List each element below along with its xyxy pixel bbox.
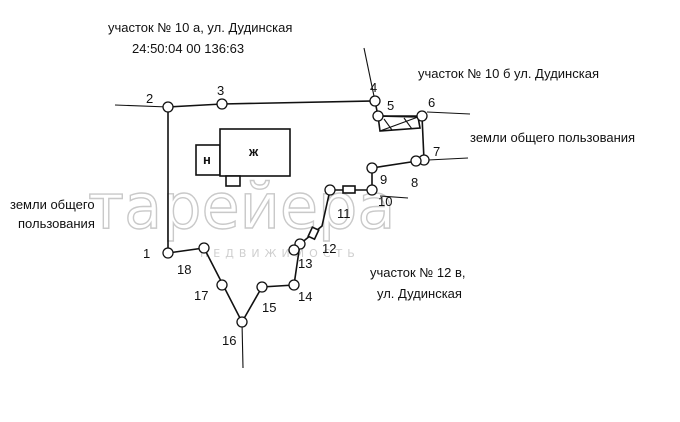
node-15 [256,281,268,293]
label-common-land-right: земли общего пользования [470,130,635,145]
node-14 [288,279,300,291]
neighbour-boundary-lines [114,47,471,369]
point-number-12: 12 [322,241,336,256]
building-zh-label: ж [248,144,259,159]
building-porch [225,175,241,187]
outbuilding-5-6 [377,115,421,132]
node-6 [416,110,428,122]
label-plot-10b: участок № 10 б ул. Дудинская [418,66,599,81]
node-2 [162,101,174,113]
boundary-nodes [162,95,430,328]
point-number-10: 10 [378,194,392,209]
point-number-8: 8 [411,175,418,190]
point-number-4: 4 [370,80,377,95]
node-11 [324,184,336,196]
node-1 [162,247,174,259]
plot-boundary [167,100,425,324]
point-number-15: 15 [262,300,276,315]
label-common-land-left-1: земли общего [10,197,95,212]
point-number-7: 7 [433,144,440,159]
area-labels: участок № 10 а, ул. Дудинская 24:50:04 0… [10,20,635,301]
point-number-5: 5 [387,98,394,113]
label-common-land-left-2: пользования [18,216,95,231]
point-numbers: 1 2 3 4 5 6 7 8 9 10 11 12 13 14 15 16 1… [143,80,440,348]
node-16 [236,316,248,328]
building-zh [219,128,291,177]
point-number-11: 11 [337,206,351,221]
small-structure-12 [307,226,320,241]
node-5 [372,110,384,122]
watermark-main: тарейера [88,170,395,243]
watermark-sub: НЕДВИЖИМОСТЬ [200,247,360,260]
point-number-1: 1 [143,246,150,261]
small-structure-10 [342,185,356,194]
label-plot-12v-2: ул. Дудинская [377,286,462,301]
label-plot-10a: участок № 10 а, ул. Дудинская [108,20,292,35]
watermark: тарейера НЕДВИЖИМОСТЬ [87,169,396,260]
point-number-18: 18 [177,262,191,277]
node-4 [369,95,381,107]
point-number-2: 2 [146,91,153,106]
buildings: н ж [195,128,291,187]
point-number-13: 13 [298,256,312,271]
node-10 [366,184,378,196]
point-number-16: 16 [222,333,236,348]
point-number-9: 9 [380,172,387,187]
building-n-label: н [203,152,211,167]
node-9 [366,162,378,174]
point-number-6: 6 [428,95,435,110]
node-17 [216,279,228,291]
label-plot-12v-1: участок № 12 в, [370,265,466,280]
node-13 [288,244,300,256]
node-8 [410,155,422,167]
node-18 [198,242,210,254]
point-number-3: 3 [217,83,224,98]
point-number-14: 14 [298,289,312,304]
label-plot-10a-cadastral: 24:50:04 00 136:63 [132,41,244,56]
node-3 [216,98,228,110]
point-number-17: 17 [194,288,208,303]
